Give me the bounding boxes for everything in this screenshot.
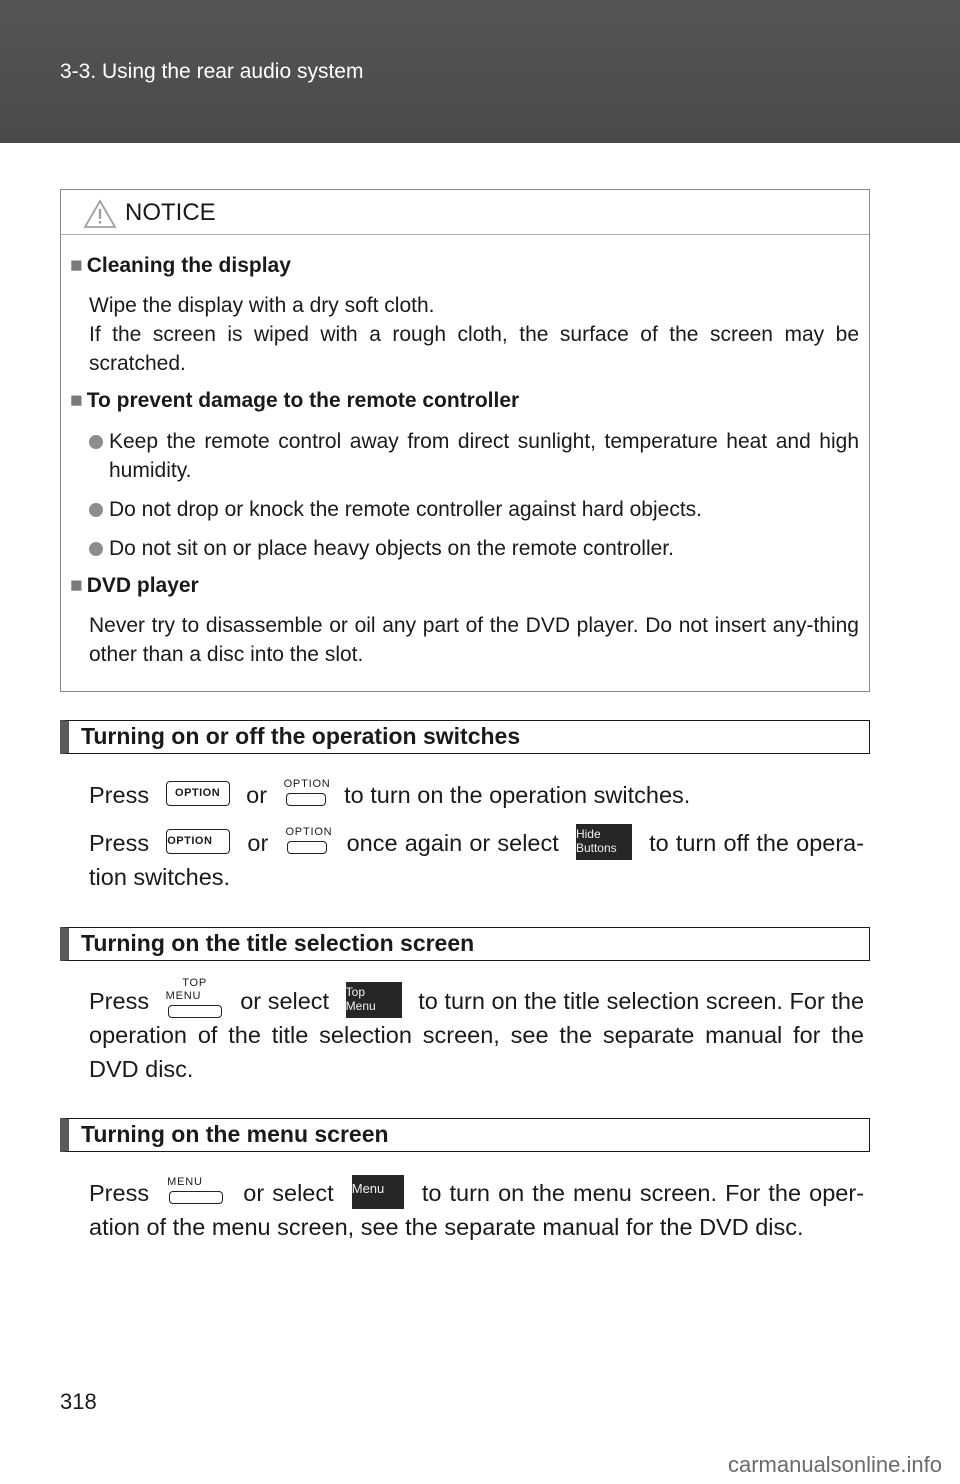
watermark: carmanualsonline.info (727, 1452, 942, 1477)
option-button: OPTION (165, 781, 230, 807)
remote-bullet-2: Do not drop or knock the remote controll… (89, 495, 859, 524)
section-heading-title-selection: Turning on the title selection screen (60, 927, 870, 961)
notice-box: NOTICE ■Cleaning the display Wipe the di… (60, 189, 870, 692)
section-path: 3-3. Using the rear audio system (60, 60, 364, 83)
circle-bullet-icon (89, 503, 103, 517)
circle-bullet-icon (89, 435, 103, 449)
remote-bullet-3: Do not sit on or place heavy objects on … (89, 534, 859, 563)
remote-option-button-icon: OPTION (284, 778, 330, 806)
page-number: 318 (60, 1389, 97, 1414)
menu-screen-button: Menu (351, 1174, 404, 1209)
operation-paragraph-2: Press OPTION or OPTION once again or sel… (89, 823, 865, 890)
option-button: OPTION (166, 829, 231, 855)
dvd-heading: ■DVD player (70, 574, 199, 597)
page-header: 3-3. Using the rear audio system (0, 0, 960, 143)
remote-top-menu-button-icon: TOP MENU (166, 977, 224, 1019)
cleaning-text: Wipe the display with a dry soft cloth. … (89, 294, 859, 375)
notice-title: NOTICE (125, 199, 216, 226)
remote-heading: ■To prevent damage to the remote control… (70, 389, 520, 412)
square-bullet-icon: ■ (70, 574, 83, 597)
remote-bullet-1: Keep the remote control away from direct… (89, 427, 859, 485)
section-heading-operation: Turning on or off the operation switches (60, 720, 870, 754)
square-bullet-icon: ■ (70, 254, 83, 277)
notice-header: NOTICE (61, 190, 869, 235)
operation-paragraph-1: Press OPTION or OPTION to turn on the op… (89, 777, 691, 808)
cleaning-heading: ■Cleaning the display (70, 254, 291, 277)
circle-bullet-icon (89, 542, 103, 556)
dvd-text: Never try to disassemble or oil any part… (89, 614, 859, 666)
menu-paragraph: Press MENU or select Menu to turn on the… (89, 1174, 865, 1240)
remote-option-button-icon: OPTION (285, 826, 332, 854)
square-bullet-icon: ■ (70, 389, 83, 412)
section-heading-menu: Turning on the menu screen (60, 1118, 870, 1152)
warning-icon (83, 199, 117, 228)
remote-menu-button-icon: MENU (167, 1176, 225, 1204)
